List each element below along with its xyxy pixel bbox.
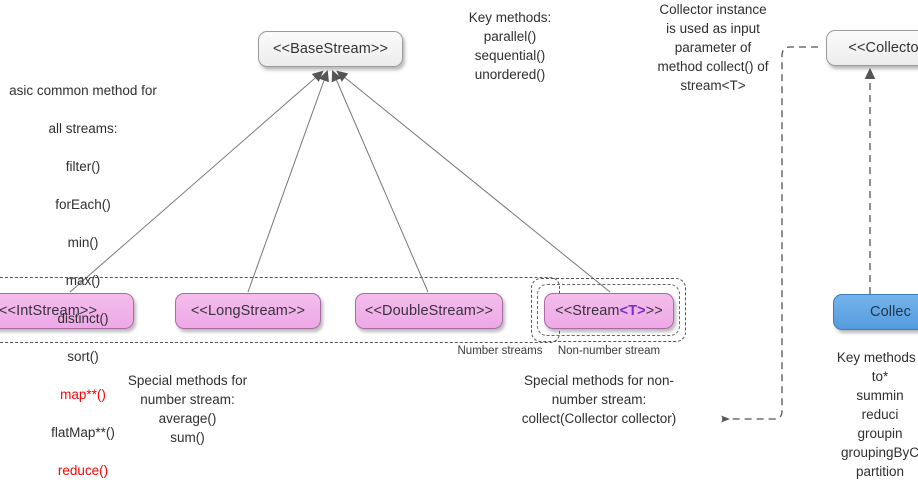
note-basic-line-7: sort() bbox=[67, 349, 99, 364]
note-basic-line-2: filter() bbox=[65, 159, 101, 174]
node-doublestream-label: <<DoubleStream>> bbox=[364, 303, 494, 319]
node-basestream-label: <<BaseStream>> bbox=[272, 41, 389, 57]
edge-longstream-basestream bbox=[247, 72, 327, 293]
note-basic-line-flatmap: flatMap**() bbox=[51, 425, 115, 440]
node-stream-t-prefix: <<Stream bbox=[555, 303, 620, 319]
group-number-streams-label: Number streams bbox=[457, 345, 543, 357]
node-collectors[interactable]: Collec bbox=[833, 294, 918, 330]
node-stream-t-suffix: >> bbox=[645, 303, 663, 319]
note-key-methods-basestream: Key methods: parallel() sequential() uno… bbox=[468, 10, 552, 82]
note-collector-instance: Collector instance is used as input para… bbox=[657, 2, 769, 93]
note-basic-line-0: asic common method for bbox=[9, 83, 157, 98]
note-non-number-stream-special-methods: Special methods for non- number stream: … bbox=[521, 373, 677, 426]
note-number-stream-special-methods: Special methods for number stream: avera… bbox=[127, 373, 248, 445]
note-basic-line-1: all streams: bbox=[48, 121, 118, 136]
node-collector-label: <<Collector bbox=[848, 40, 918, 56]
node-intstream-label: <<IntStream>> bbox=[0, 303, 98, 319]
node-longstream-label: <<LongStream>> bbox=[190, 303, 306, 319]
node-collector[interactable]: <<Collector bbox=[826, 30, 918, 66]
note-basic-line-3: forEach() bbox=[55, 197, 111, 212]
note-collectors-key-methods: Key methods f to* summin reduci groupin … bbox=[836, 350, 918, 479]
node-doublestream[interactable]: <<DoubleStream>> bbox=[355, 293, 503, 329]
note-basic-line-5: max() bbox=[65, 273, 101, 288]
note-basic-line-map: map**() bbox=[60, 387, 106, 402]
node-longstream[interactable]: <<LongStream>> bbox=[175, 293, 321, 329]
note-basic-line-4: min() bbox=[67, 235, 99, 250]
edge-streamt-basestream bbox=[338, 72, 611, 293]
node-collectors-label: Collec bbox=[870, 304, 911, 320]
group-non-number-stream-outer bbox=[531, 278, 686, 342]
node-basestream[interactable]: <<BaseStream>> bbox=[258, 31, 403, 67]
node-intstream[interactable]: <<IntStream>> bbox=[0, 293, 134, 329]
node-stream-t-generic: <T> bbox=[619, 303, 646, 319]
node-stream-t[interactable]: <<Stream<T>>> bbox=[544, 293, 674, 329]
group-non-number-stream-label: Non-number stream bbox=[557, 345, 661, 357]
note-basic-line-reduce: reduce() bbox=[57, 463, 109, 478]
note-basic-line-6: distinct() bbox=[57, 311, 109, 326]
group-non-number-stream-inner bbox=[537, 284, 680, 336]
edge-doublestream-basestream bbox=[333, 72, 429, 293]
note-basic-common-methods: asic common method for all streams: filt… bbox=[0, 62, 188, 482]
